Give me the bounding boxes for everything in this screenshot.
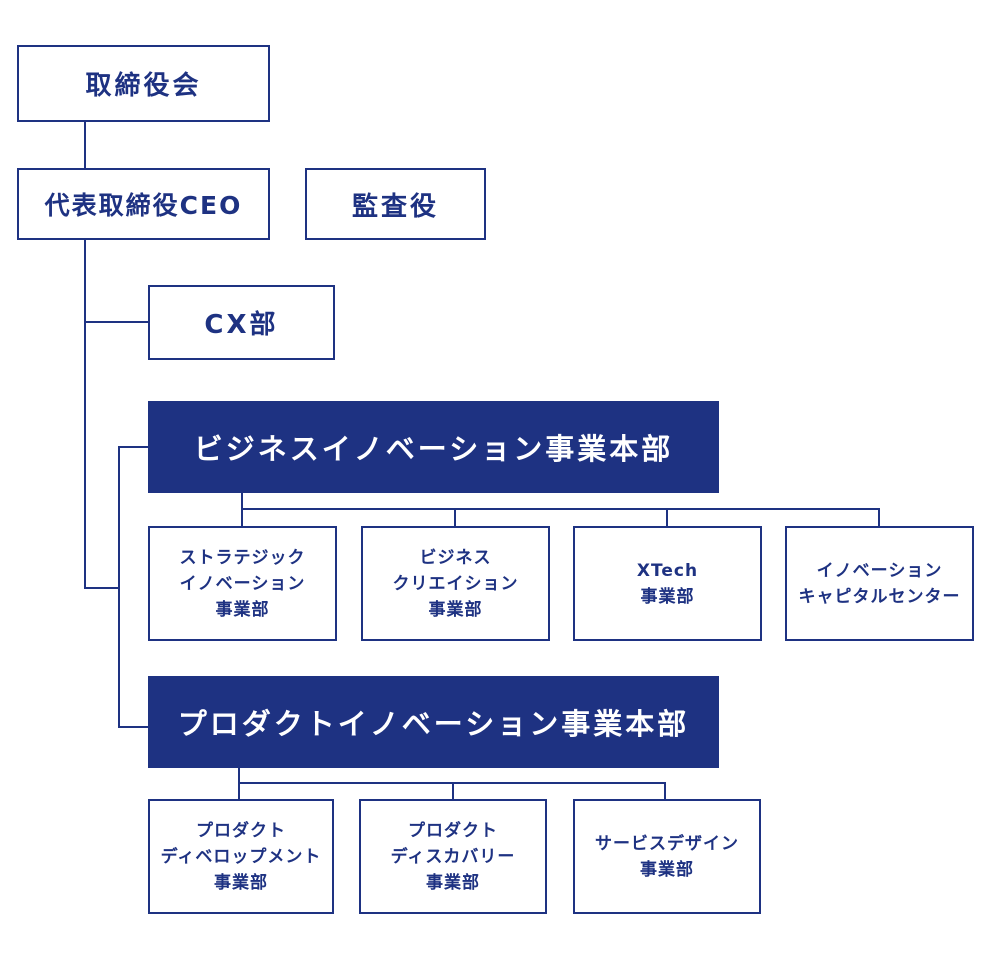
- connector-pi-down: [238, 766, 240, 784]
- connector-cx: [84, 321, 150, 323]
- unit-line: プロダクト: [408, 820, 498, 841]
- bi-unit-strategic-innovation: ストラテジック イノベーション 事業部: [148, 526, 337, 641]
- pi-unit-product-development: プロダクト ディベロップメント 事業部: [148, 799, 334, 914]
- unit-line: ストラテジック: [179, 547, 306, 568]
- connector-division-bus: [118, 446, 120, 728]
- connector-trunk-bus: [84, 587, 120, 589]
- auditor-node: 監査役: [305, 168, 486, 240]
- bi-unit-innovation-capital-center: イノベーション キャピタルセンター: [785, 526, 974, 641]
- connector-board-ceo: [84, 120, 86, 170]
- unit-line: 事業部: [426, 872, 480, 893]
- unit-line: ディスカバリー: [390, 846, 516, 867]
- connector-pi-unit-2: [452, 782, 454, 800]
- bi-unit-xtech: XTech 事業部: [573, 526, 762, 641]
- unit-line: 事業部: [640, 859, 694, 880]
- unit-line: 事業部: [215, 599, 270, 620]
- bi-unit-business-creation: ビジネス クリエイション 事業部: [361, 526, 550, 641]
- unit-line: イノベーション: [816, 560, 943, 581]
- connector-bi-unit-1: [241, 508, 243, 528]
- unit-line: ディベロップメント: [160, 846, 322, 867]
- connector-pi-unit-3: [664, 782, 666, 800]
- cx-node: CX部: [148, 285, 335, 360]
- ceo-node: 代表取締役CEO: [17, 168, 270, 240]
- unit-line: 事業部: [640, 586, 695, 607]
- connector-pi-unit-1: [238, 782, 240, 800]
- unit-line: クリエイション: [392, 573, 519, 594]
- connector-bi-division: [118, 446, 150, 448]
- connector-pi-division: [118, 726, 150, 728]
- connector-bi-unit-3: [666, 508, 668, 528]
- pi-unit-product-discovery: プロダクト ディスカバリー 事業部: [359, 799, 547, 914]
- board-node: 取締役会: [17, 45, 270, 122]
- connector-bi-unit-4: [878, 508, 880, 528]
- unit-line: ビジネス: [419, 547, 492, 568]
- bi-division-node: ビジネスイノベーション事業本部: [148, 401, 719, 493]
- connector-bi-down: [241, 492, 243, 510]
- unit-line: 事業部: [428, 599, 483, 620]
- connector-ceo-trunk: [84, 238, 86, 588]
- pi-division-node: プロダクトイノベーション事業本部: [148, 676, 719, 768]
- unit-line: XTech: [636, 560, 699, 581]
- pi-unit-service-design: サービスデザイン 事業部: [573, 799, 761, 914]
- unit-line: キャピタルセンター: [798, 586, 961, 607]
- unit-line: 事業部: [214, 872, 268, 893]
- unit-line: サービスデザイン: [595, 833, 739, 854]
- unit-line: プロダクト: [196, 820, 286, 841]
- connector-bi-unit-2: [454, 508, 456, 528]
- unit-line: イノベーション: [179, 573, 306, 594]
- connector-bi-units-bus: [241, 508, 880, 510]
